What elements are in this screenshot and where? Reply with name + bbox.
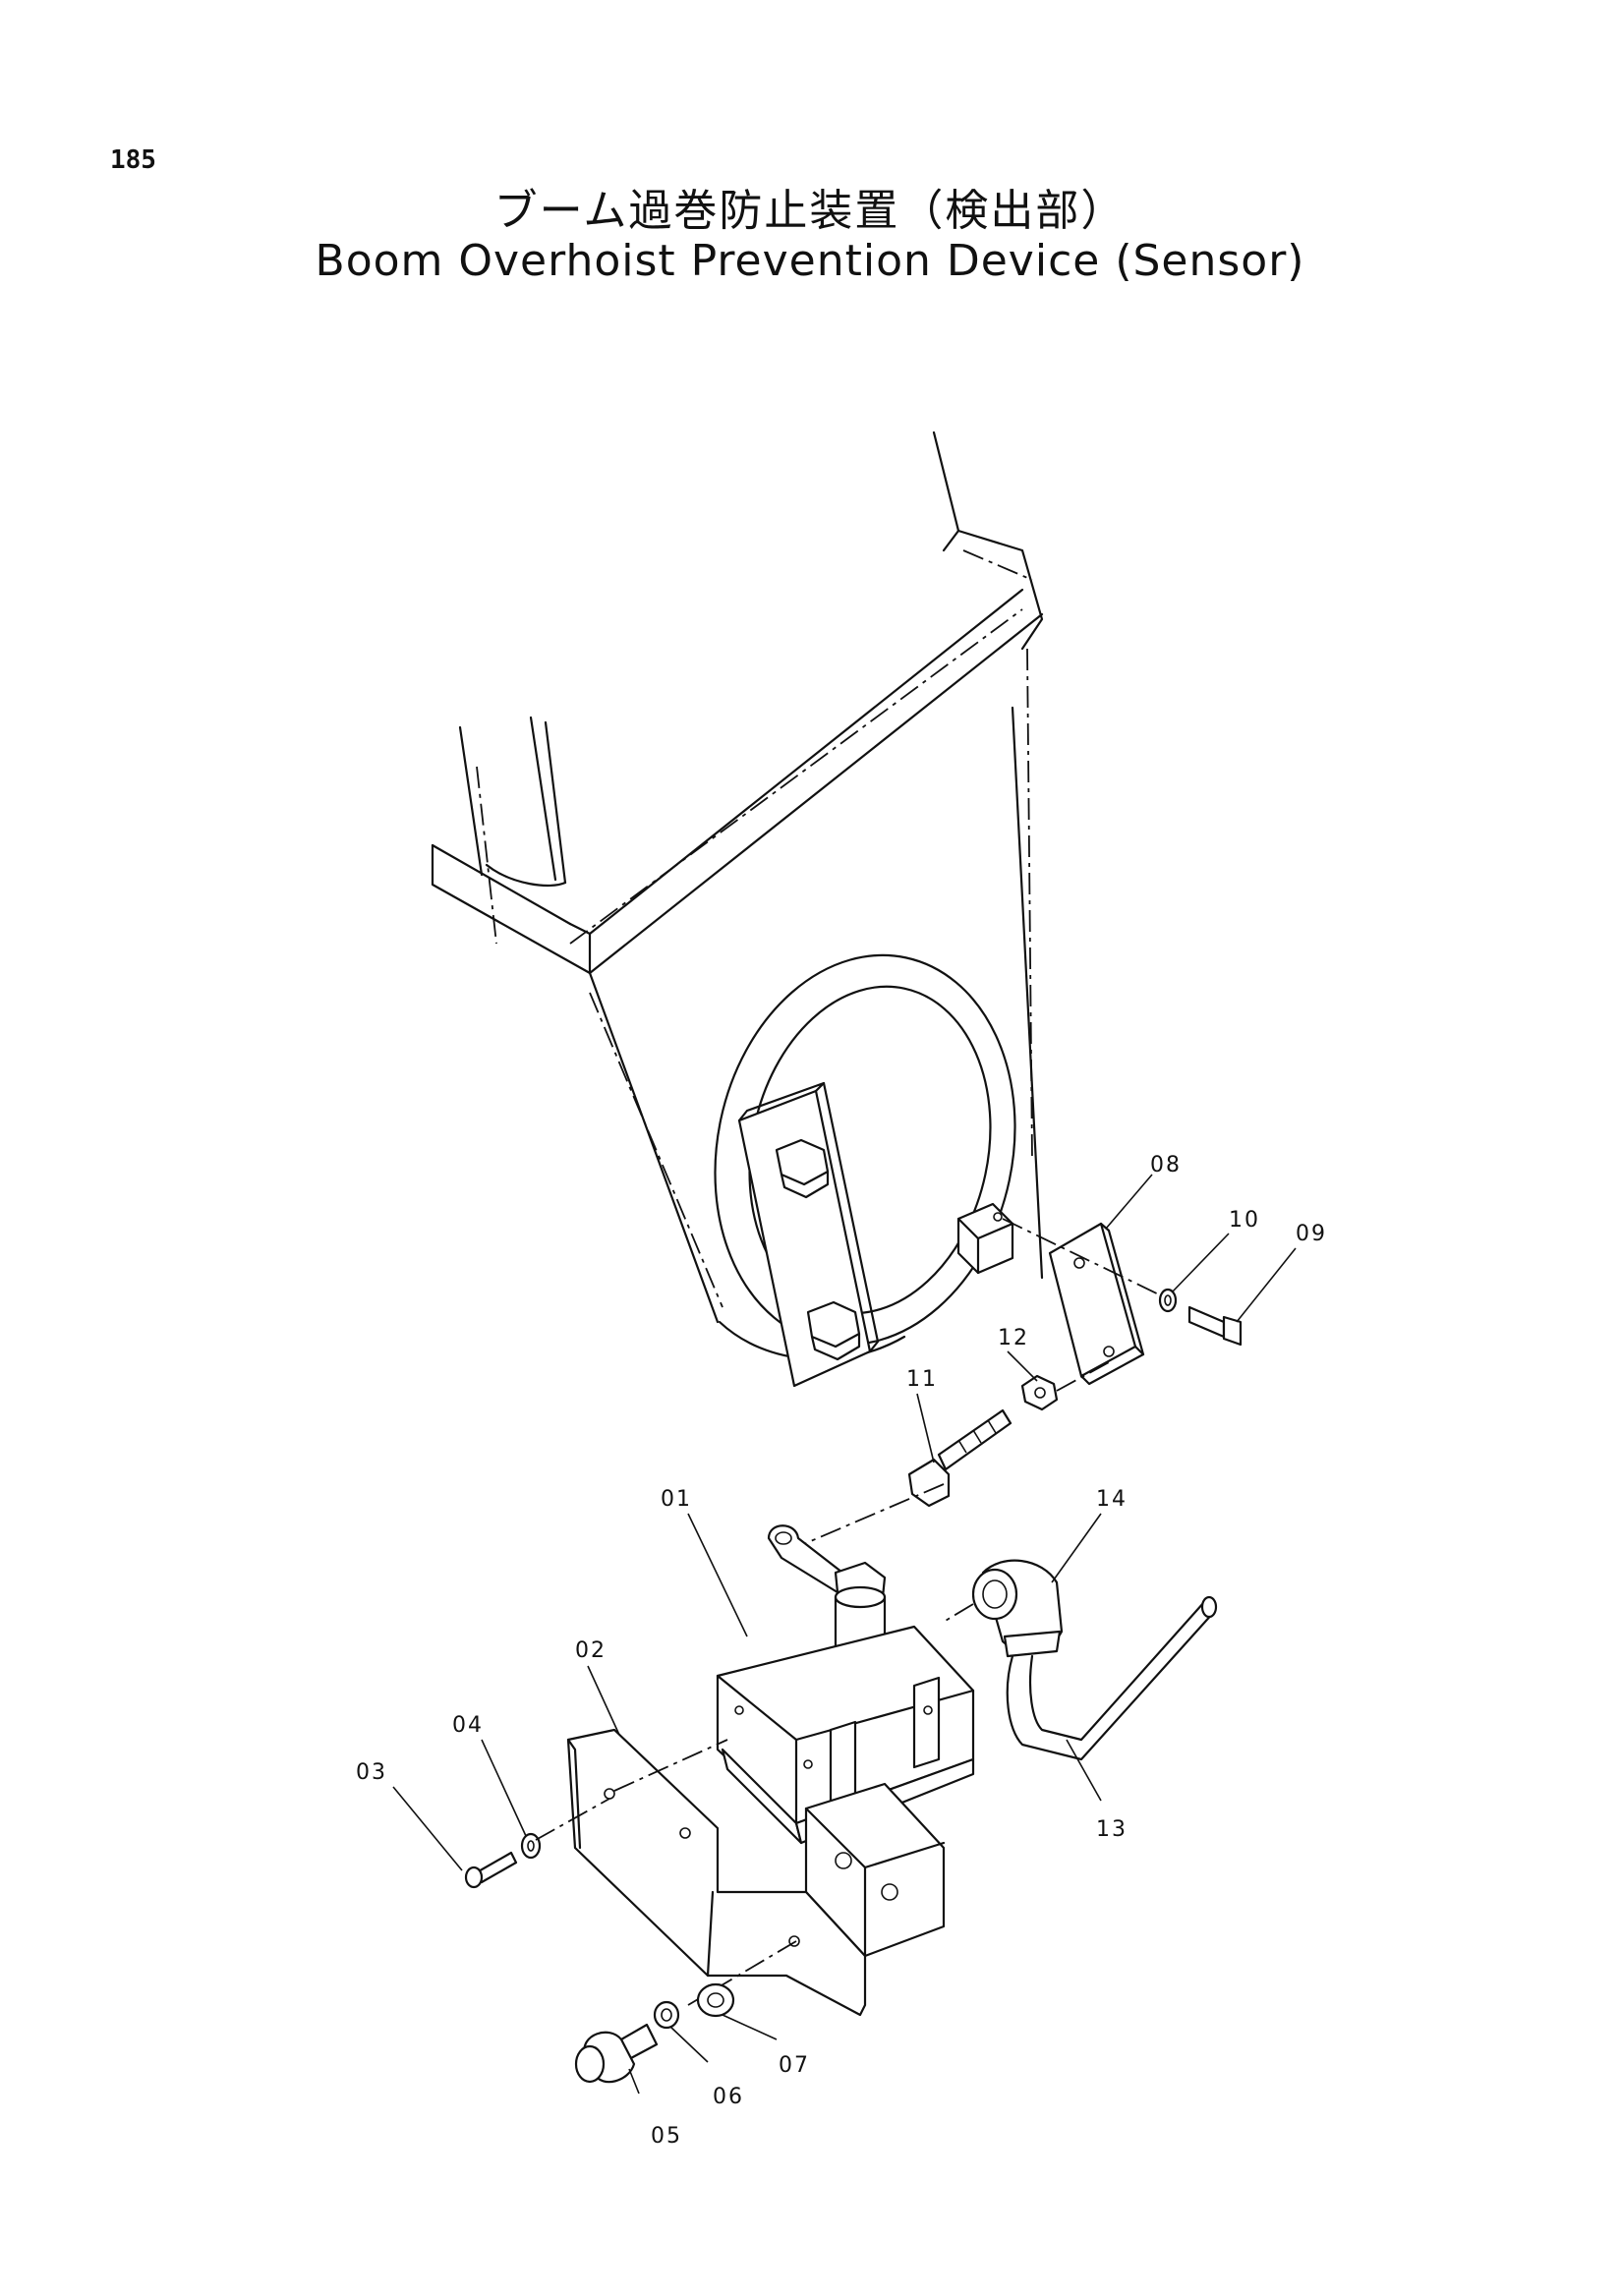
part-02-bracket (566, 1728, 946, 2017)
disc-bracket (737, 1081, 880, 1388)
label-part-13: 13 (1096, 1817, 1128, 1842)
leader-lines (392, 1174, 1297, 2095)
part-03-screw (464, 1798, 610, 1889)
label-part-04: 04 (452, 1713, 484, 1738)
label-part-01: 01 (661, 1487, 692, 1512)
label-part-08: 08 (1150, 1153, 1182, 1177)
part-08-plate (1002, 1218, 1166, 1386)
part-13-tube (1006, 1595, 1218, 1761)
page-number: 185 (110, 145, 156, 175)
part-09-bolt (1187, 1305, 1243, 1347)
label-part-09: 09 (1296, 1222, 1327, 1246)
title-english: Boom Overhoist Prevention Device (Sensor… (315, 236, 1305, 286)
label-part-11: 11 (906, 1367, 938, 1392)
part-04-washer (520, 1832, 542, 1860)
part-06-washer (653, 2000, 680, 2030)
part-07-washer (696, 1982, 735, 2018)
label-part-03: 03 (356, 1760, 387, 1785)
label-part-14: 14 (1096, 1487, 1128, 1512)
part-10-washer (1158, 1288, 1178, 1313)
part-12-nut (1020, 1360, 1112, 1411)
label-part-06: 06 (713, 2085, 744, 2109)
label-part-10: 10 (1229, 1208, 1260, 1233)
label-part-12: 12 (998, 1326, 1029, 1350)
label-part-05: 05 (651, 2124, 682, 2149)
label-part-02: 02 (575, 1638, 607, 1663)
part-14-elbow (943, 1559, 1064, 1658)
label-part-07: 07 (779, 2053, 810, 2078)
part-05-bolt (574, 2023, 659, 2084)
mount-block (956, 1202, 1014, 1275)
part-11-bolt (805, 1408, 1012, 1544)
part-01-switch (716, 1524, 975, 1845)
title-japanese: ブーム過巻防止装置（検出部） (493, 186, 1127, 236)
